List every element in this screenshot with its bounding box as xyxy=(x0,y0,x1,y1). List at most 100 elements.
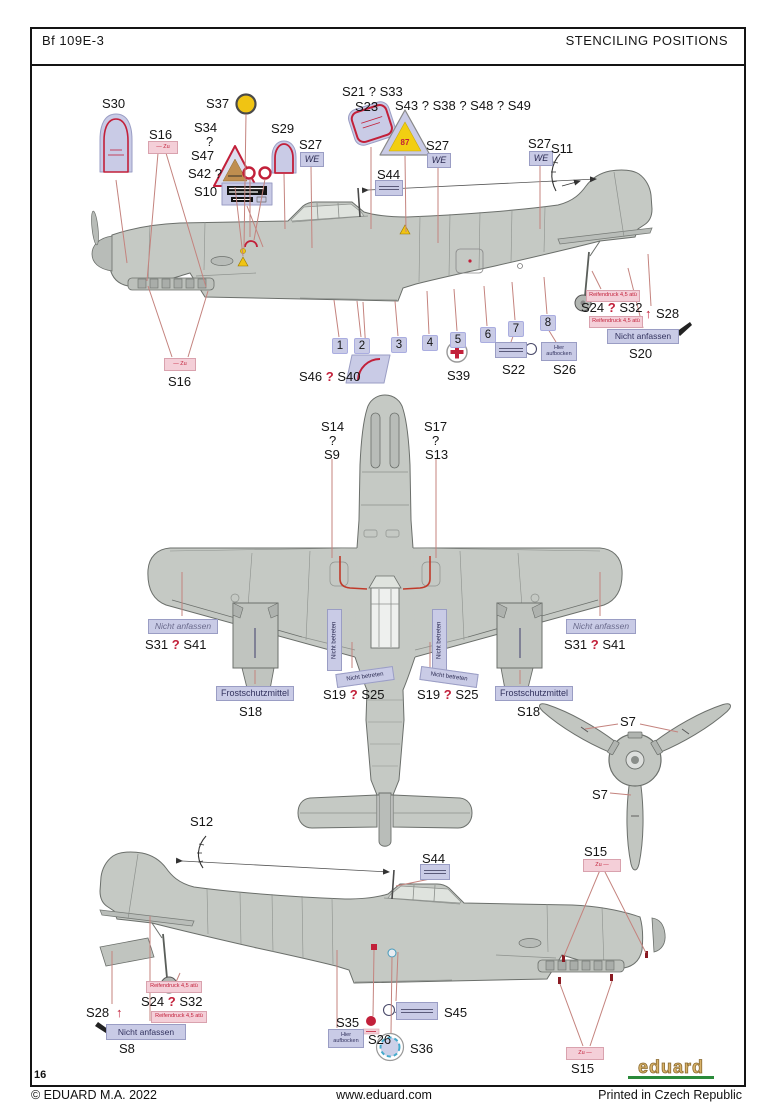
frostschutzmittel-badge: Frostschutzmittel xyxy=(216,686,294,701)
reifendruck-badge: Reifendruck 4,5 atü xyxy=(146,981,202,993)
stencil-label-s16: S16 xyxy=(168,374,192,389)
s16-zu-badge: — Zu xyxy=(148,141,178,154)
stencil-label-s26: S26 xyxy=(368,1032,392,1047)
aircraft-side-view-top xyxy=(91,169,653,312)
stencil-label-s43-s38-s48-s49: S43 ? S38 ? S48 ? S49 xyxy=(395,98,531,113)
s27-we-badge: WE xyxy=(427,153,451,168)
s44-badge xyxy=(375,180,403,196)
s42-red-ring-decal xyxy=(242,166,256,180)
callout-number-7: 7 xyxy=(508,321,524,337)
stencil-label-s23: S23 xyxy=(355,99,379,114)
stencil-label-s47: S47 xyxy=(191,148,215,163)
s44-badge xyxy=(420,864,450,880)
header-divider xyxy=(30,64,746,66)
stencil-label-s22: S22 xyxy=(502,362,526,377)
stencil-label-s21-s33: S21 ? S33 xyxy=(342,84,403,99)
s22-jack-circle xyxy=(524,342,538,356)
reifendruck-badge: Reifendruck 4,5 atü xyxy=(589,316,643,328)
cowl-front xyxy=(651,917,666,953)
s23-handhold-decal xyxy=(347,101,396,146)
stencil-label-s16: S16 xyxy=(149,127,173,142)
stencil-label-s46-s40: S46 ? S40 xyxy=(299,369,361,384)
eduard-logo-underline xyxy=(628,1076,714,1079)
stencil-label-s34: S34 xyxy=(194,120,218,135)
s37-yellow-circle-decal xyxy=(235,93,257,115)
eduard-logo: eduard xyxy=(628,1058,714,1079)
s30-arch-decal xyxy=(99,113,133,173)
stencil-label-s7: S7 xyxy=(592,787,608,802)
stencil-label-s39: S39 xyxy=(447,368,471,383)
s15-pins xyxy=(558,951,648,984)
stencil-label-s28: S28 xyxy=(86,1005,110,1020)
s16-zu-badge: — Zu xyxy=(164,358,196,371)
s35-marking xyxy=(371,944,377,950)
stencil-label-s26: S26 xyxy=(553,362,577,377)
antenna-wire-measure-line xyxy=(175,857,390,875)
callout-number-5: 5 xyxy=(450,332,466,348)
reifendruck-badge: Reifendruck 4,5 atü xyxy=(151,1011,207,1023)
stencil-label-s45: S45 xyxy=(444,1005,468,1020)
callout-number-2: 2 xyxy=(354,338,370,354)
stencil-label-s44: S44 xyxy=(422,851,446,866)
callout-number-1: 1 xyxy=(332,338,348,354)
page-title-model: Bf 109E-3 xyxy=(42,33,105,48)
s22-badge xyxy=(495,342,527,358)
callout-number-4: 4 xyxy=(422,335,438,351)
propeller-diagram xyxy=(539,703,731,871)
stencil-label-s44: S44 xyxy=(377,167,401,182)
stencil-label-s30: S30 xyxy=(102,96,126,111)
stencil-label-s35: S35 xyxy=(336,1015,360,1030)
stencil-label-s12: S12 xyxy=(190,814,214,829)
s20-arrow-icon xyxy=(676,322,692,336)
octane-87-text: 87 xyxy=(400,138,410,147)
frostschutzmittel-badge: Frostschutzmittel xyxy=(495,686,573,701)
footer-copyright: © EDUARD M.A. 2022 xyxy=(31,1088,157,1102)
stencil-label-s7: S7 xyxy=(620,714,636,729)
red-dot-marking xyxy=(468,259,472,263)
page-number: 16 xyxy=(34,1069,47,1081)
question-separator: ? xyxy=(329,433,337,448)
page-border xyxy=(30,27,746,1087)
stencil-label-s27: S27 xyxy=(426,138,450,153)
stencil-label-s24-s32: S24 ? S32 xyxy=(581,300,643,315)
stencil-label-s9: S9 xyxy=(324,447,340,462)
nicht-anfassen-badge: Nicht anfassen xyxy=(566,619,636,634)
s36-marking xyxy=(387,948,397,958)
stencil-label-s10: S10 xyxy=(194,184,218,199)
walkway-line-right xyxy=(402,556,431,590)
s42-red-ring-decal xyxy=(258,166,272,180)
stencil-label-s29: S29 xyxy=(271,121,295,136)
reifendruck-badge: Reifendruck 4,5 atü xyxy=(586,290,640,302)
s45-badge xyxy=(396,1002,438,1020)
s36-roundel-icon xyxy=(375,1032,405,1062)
yellow-triangle-marking xyxy=(237,256,249,267)
stencil-label-s19-s25: S19 ? S25 xyxy=(417,687,479,702)
stencil-label-s19-s25: S19 ? S25 xyxy=(323,687,385,702)
aircraft-side-view-bottom xyxy=(95,835,666,1062)
s46-s40-arc-decal xyxy=(345,354,391,384)
s11-fin-edge-decal xyxy=(551,153,561,192)
stencil-label-s36: S36 xyxy=(410,1041,434,1056)
stencil-label-s18: S18 xyxy=(239,704,263,719)
stencil-label-s24-s32: S24 ? S32 xyxy=(141,994,203,1009)
red-arch-marking xyxy=(244,240,258,248)
nicht-betreten-badge-vertical: Nicht betreten xyxy=(327,609,342,671)
page-title: STENCILING POSITIONS xyxy=(565,33,728,48)
s27-we-badge: WE xyxy=(529,151,553,166)
s26-badge: Hier aufbocken xyxy=(541,342,577,361)
stencil-label-s27: S27 xyxy=(299,137,323,152)
stencil-label-s17: S17 xyxy=(424,419,448,434)
stencil-label-s15: S15 xyxy=(584,844,608,859)
s12-antenna-glyph xyxy=(197,835,207,869)
stencil-label-s37: S37 xyxy=(206,96,230,111)
s27-we-badge: WE xyxy=(300,152,324,167)
nicht-anfassen-badge: Nicht anfassen xyxy=(106,1024,186,1040)
s28-up-arrow-icon: ↑ xyxy=(645,306,652,321)
propeller-blade-edge xyxy=(91,210,99,246)
antenna-wire-measure-line xyxy=(361,176,597,194)
flap-detail xyxy=(99,937,155,967)
nicht-betreten-badge-vertical: Nicht betreten xyxy=(432,609,447,671)
stencil-label-s8: S8 xyxy=(119,1041,135,1056)
callout-number-8: 8 xyxy=(540,315,556,331)
